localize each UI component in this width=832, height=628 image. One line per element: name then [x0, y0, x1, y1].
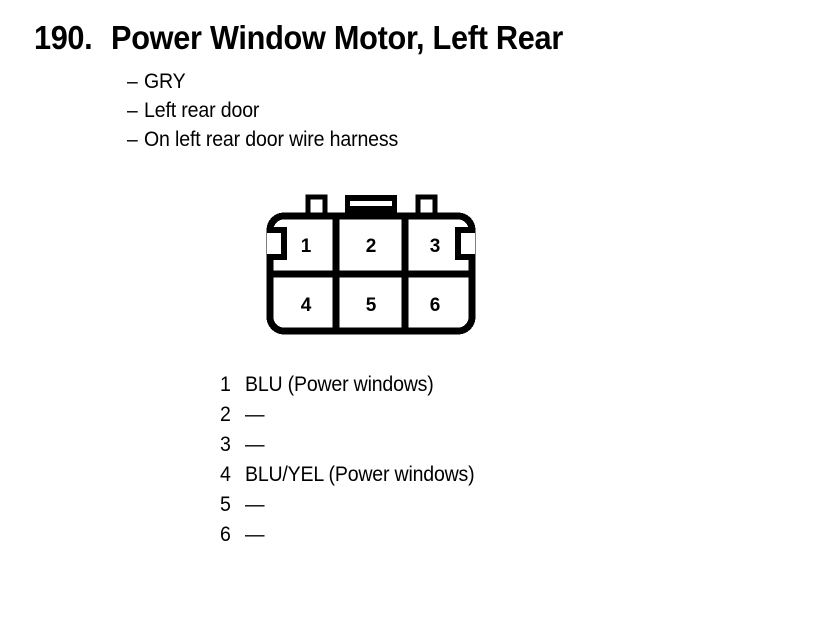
pin-legend-value: —: [245, 523, 265, 546]
entry-number: 190.: [34, 19, 93, 56]
ear-overlays: [267, 227, 475, 260]
pin-legend-index: 6: [220, 523, 231, 546]
pin-legend-index: 4: [220, 463, 231, 486]
attribute-label: GRY: [144, 70, 186, 93]
pin-legend-row: 5 —: [220, 493, 492, 523]
pin-legend-index: 3: [220, 433, 231, 456]
entry-title: Power Window Motor, Left Rear: [110, 19, 563, 56]
dash-bullet-icon: –: [127, 70, 138, 93]
attribute-label: Left rear door: [144, 99, 260, 122]
pin-legend-value: BLU/YEL (Power windows): [245, 463, 475, 486]
connector-pin-4: 4: [301, 295, 312, 316]
attribute-list: – GRY – Left rear door – On left rear do…: [127, 70, 417, 157]
connector-pin-3: 3: [430, 236, 441, 257]
pin-legend-value: —: [245, 433, 265, 456]
connector-pin-1: 1: [301, 236, 312, 257]
pin-legend-row: 3 —: [220, 433, 492, 463]
pin-legend-row: 4 BLU/YEL (Power windows): [220, 463, 492, 493]
page-title: 190. Power Window Motor, Left Rear: [34, 19, 597, 57]
pin-legend-value: BLU (Power windows): [245, 373, 434, 396]
pin-legend-value: —: [245, 493, 265, 516]
pin-legend-row: 6 —: [220, 523, 492, 553]
connector-pin-2: 2: [366, 236, 377, 257]
list-item: – Left rear door: [127, 99, 417, 128]
connector-pin-5: 5: [366, 295, 377, 316]
connector-diagram: 1 2 3 4 5 6: [240, 186, 502, 342]
pin-legend-row: 2 —: [220, 403, 492, 433]
pin-legend-index: 5: [220, 493, 231, 516]
pin-legend-value: —: [245, 403, 265, 426]
pin-legend-index: 1: [220, 373, 231, 396]
dash-bullet-icon: –: [127, 128, 138, 151]
pin-legend-list: 1 BLU (Power windows) 2 — 3 — 4 BLU/YEL …: [220, 373, 492, 553]
pin-legend-index: 2: [220, 403, 231, 426]
center-keyed-tab: [345, 195, 397, 216]
connector-pin-6: 6: [430, 295, 441, 316]
cavity-grid: [270, 216, 472, 331]
attribute-label: On left rear door wire harness: [144, 128, 399, 151]
list-item: – GRY: [127, 70, 417, 99]
dash-bullet-icon: –: [127, 99, 138, 122]
list-item: – On left rear door wire harness: [127, 128, 417, 157]
pin-legend-row: 1 BLU (Power windows): [220, 373, 492, 403]
